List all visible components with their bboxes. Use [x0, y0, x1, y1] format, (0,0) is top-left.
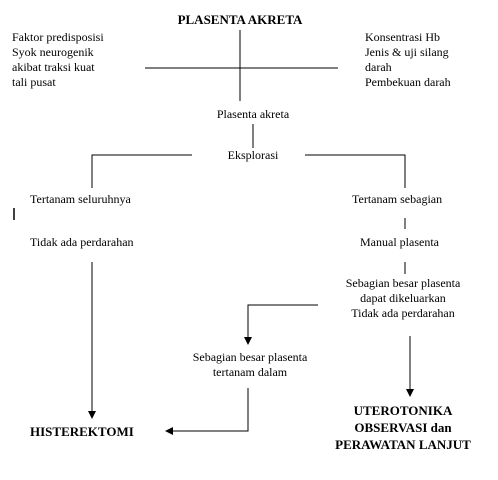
result-line: UTEROTONIKA — [353, 403, 453, 418]
node-plasenta-akreta: Plasenta akreta — [216, 107, 290, 121]
node-line: Sebagian besar plasenta — [192, 350, 308, 364]
right-factor-line: Konsentrasi Hb — [365, 30, 440, 44]
node-tertanam-seluruhnya: Tertanam seluruhnya — [30, 192, 131, 206]
node-line: Tidak ada perdarahan — [351, 306, 455, 320]
left-factors: Faktor predisposisi Syok neurogenik akib… — [12, 30, 104, 90]
node-line: Sebagian besar plasenta — [345, 276, 461, 290]
node-line: tertanam dalam — [212, 365, 288, 379]
result-line: OBSERVASI dan — [354, 420, 452, 435]
arrow-middle-to-histerektomi — [165, 388, 249, 435]
arrow-to-middle-node — [244, 304, 318, 345]
node-line: dapat dikeluarkan — [360, 291, 446, 305]
node-eksplorasi: Eksplorasi — [227, 148, 279, 162]
node-histerektomi: HISTEREKTOMI — [30, 424, 134, 439]
right-branch-line — [305, 154, 406, 188]
left-factor-line: tali pusat — [12, 75, 56, 89]
diagram-title: PLASENTA AKRETA — [177, 12, 303, 27]
right-factor-line: Pembekuan darah — [365, 75, 451, 89]
right-factor-line: darah — [365, 60, 392, 74]
left-factor-line: Faktor predisposisi — [12, 30, 104, 44]
right-factor-line: Jenis & uji silang — [365, 45, 449, 59]
node-manual-plasenta: Manual plasenta — [360, 235, 439, 249]
node-uterotonika: UTEROTONIKA OBSERVASI dan PERAWATAN LANJ… — [318, 402, 488, 453]
node-tertanam-dalam: Sebagian besar plasenta tertanam dalam — [170, 350, 330, 380]
left-factor-line: akibat traksi kuat — [12, 60, 95, 74]
result-line: PERAWATAN LANJUT — [335, 437, 471, 452]
left-branch-line — [91, 154, 192, 188]
node-tertanam-sebagian: Tertanam sebagian — [352, 192, 443, 206]
node-tidak-ada-perdarahan: Tidak ada perdarahan — [30, 235, 134, 249]
left-factor-line: Syok neurogenik — [12, 45, 94, 59]
node-sebagian-dikeluarkan: Sebagian besar plasenta dapat dikeluarka… — [318, 276, 488, 321]
right-factors: Konsentrasi Hb Jenis & uji silang darah … — [365, 30, 451, 90]
